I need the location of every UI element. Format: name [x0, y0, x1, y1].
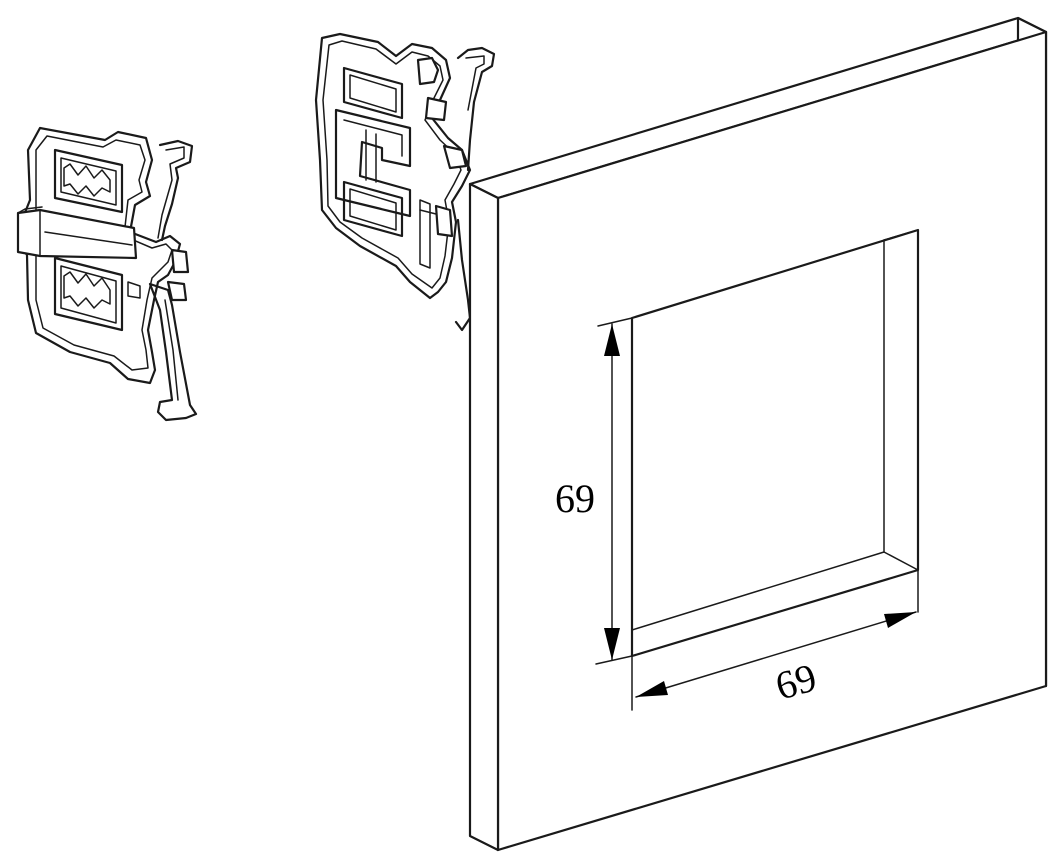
mounting-clip-left-icon	[16, 126, 198, 422]
height-dimension-label: 69	[555, 476, 595, 521]
arrowhead-up-icon	[604, 324, 620, 356]
width-dimension: 69	[631, 569, 919, 711]
height-dimension: 69	[555, 317, 633, 665]
mounting-clip-right-icon	[314, 32, 496, 332]
arrowhead-down-icon	[604, 628, 620, 660]
arrowhead-right-icon	[884, 612, 916, 628]
arrowhead-left-icon	[636, 681, 668, 697]
square-wall-plate-frame-icon	[468, 16, 1048, 852]
